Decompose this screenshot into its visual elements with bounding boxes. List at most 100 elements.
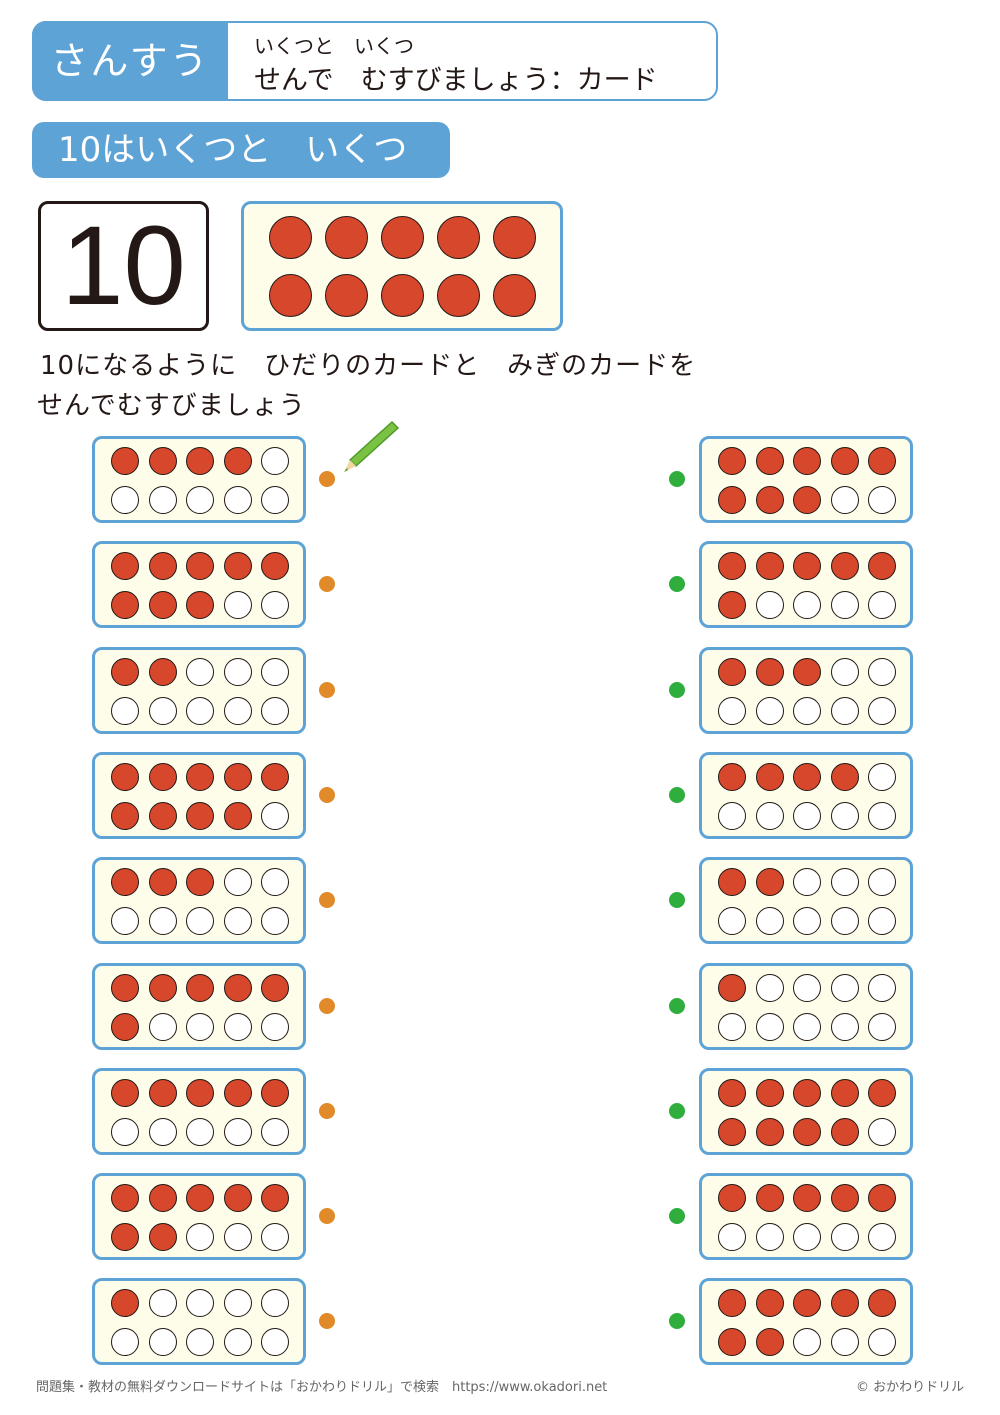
filled-circle [755,1289,784,1318]
empty-circle [148,1289,177,1318]
right-card[interactable] [699,857,913,945]
left-card[interactable] [92,1278,306,1366]
right-connect-dot[interactable] [669,1313,685,1330]
empty-circle [223,1117,252,1146]
left-connect-dot[interactable] [319,576,335,593]
filled-circle [186,591,214,620]
empty-circle [830,973,859,1002]
filled-circle [718,1117,746,1146]
footer-text: 問題集・教材の無料ダウンロードサイトは「おかわりドリル」で検索 https://… [36,1380,608,1395]
filled-circle [793,1184,821,1213]
empty-circle [261,1328,289,1357]
filled-circle [111,447,139,475]
right-card[interactable] [699,1278,913,1366]
right-card[interactable] [699,751,913,839]
filled-circle [148,868,177,897]
empty-circle [793,973,821,1002]
right-connect-dot[interactable] [669,576,685,593]
right-connect-dot[interactable] [669,786,685,803]
filled-circle [261,973,289,1002]
left-connect-dot[interactable] [319,681,335,698]
right-card[interactable] [699,1173,913,1261]
left-card[interactable] [92,646,306,734]
empty-circle [186,1012,214,1041]
filled-circle [755,1078,784,1107]
empty-circle [755,696,784,725]
right-card[interactable] [699,1067,913,1155]
empty-circle [755,907,784,936]
filled-circle [186,1078,214,1107]
filled-circle [755,657,784,686]
left-card[interactable] [92,857,306,945]
empty-circle [261,486,289,514]
filled-circle [111,762,139,791]
right-connect-dot[interactable] [669,471,685,487]
filled-circle [261,1078,289,1107]
empty-circle [261,801,289,830]
filled-circle [718,486,746,514]
filled-circle [186,552,214,581]
right-connect-dot[interactable] [669,997,685,1014]
left-card[interactable] [92,751,306,839]
right-connect-dot[interactable] [669,681,685,698]
empty-circle [755,1012,784,1041]
left-connect-dot[interactable] [319,1313,335,1330]
filled-circle [868,1289,896,1318]
empty-circle [755,1223,784,1252]
filled-circle [261,1184,289,1213]
empty-circle [223,1012,252,1041]
empty-circle [223,1223,252,1252]
right-connect-dot[interactable] [669,1208,685,1225]
empty-circle [868,486,896,514]
filled-circle [223,973,252,1002]
filled-circle [148,973,177,1002]
filled-circle [718,1328,746,1357]
empty-circle [718,1012,746,1041]
filled-circle [324,215,368,259]
empty-circle [223,696,252,725]
left-connect-dot[interactable] [319,892,335,909]
empty-circle [186,1117,214,1146]
left-connect-dot[interactable] [319,997,335,1014]
right-card[interactable] [699,436,913,523]
empty-circle [223,1328,252,1357]
right-connect-dot[interactable] [669,892,685,909]
left-card[interactable] [92,436,306,523]
empty-circle [261,657,289,686]
empty-circle [148,1012,177,1041]
left-card[interactable] [92,1173,306,1261]
right-card[interactable] [699,646,913,734]
empty-circle [868,696,896,725]
empty-circle [261,1289,289,1318]
filled-circle [755,1328,784,1357]
empty-circle [718,907,746,936]
filled-circle [718,762,746,791]
empty-circle [830,486,859,514]
right-connect-dot[interactable] [669,1102,685,1119]
subject-label: さんすう [32,21,228,101]
empty-circle [186,696,214,725]
filled-circle [111,657,139,686]
empty-circle [111,486,139,514]
left-card[interactable] [92,541,306,629]
empty-circle [223,486,252,514]
left-card[interactable] [92,1067,306,1155]
filled-circle [223,1184,252,1213]
filled-circle [111,591,139,620]
empty-circle [830,1223,859,1252]
pencil-icon [344,420,400,472]
left-connect-dot[interactable] [319,1102,335,1119]
right-card[interactable] [699,962,913,1050]
right-card[interactable] [699,541,913,629]
left-connect-dot[interactable] [319,786,335,803]
left-connect-dot[interactable] [319,471,335,487]
left-connect-dot[interactable] [319,1208,335,1225]
empty-circle [261,447,289,475]
filled-circle [830,1117,859,1146]
left-card[interactable] [92,962,306,1050]
filled-circle [148,1078,177,1107]
filled-circle [148,552,177,581]
filled-circle [148,657,177,686]
filled-circle [148,1223,177,1252]
filled-circle [380,273,424,317]
